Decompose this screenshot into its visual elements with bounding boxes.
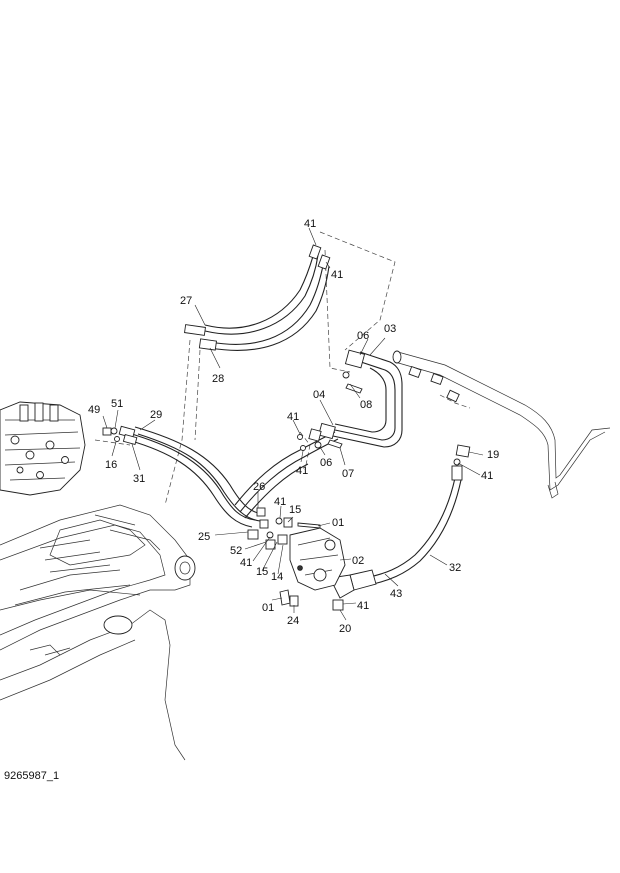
callout-29: 29 xyxy=(150,409,162,421)
callout-06: 06 xyxy=(357,330,369,342)
callout-52: 52 xyxy=(230,545,242,557)
callout-51: 51 xyxy=(111,398,123,410)
callout-41: 41 xyxy=(304,218,316,230)
callout-14: 14 xyxy=(271,571,283,583)
callout-41: 41 xyxy=(274,496,286,508)
callout-15: 15 xyxy=(256,566,268,578)
callout-32: 32 xyxy=(449,562,461,574)
callout-08: 08 xyxy=(360,399,372,411)
callout-41: 41 xyxy=(296,465,308,477)
callout-31: 31 xyxy=(133,473,145,485)
callout-16: 16 xyxy=(105,459,117,471)
callout-41: 41 xyxy=(331,269,343,281)
callout-28: 28 xyxy=(212,373,224,385)
callout-24: 24 xyxy=(287,615,299,627)
callout-43: 43 xyxy=(390,588,402,600)
callout-07: 07 xyxy=(342,468,354,480)
document-id: 9265987_1 xyxy=(4,770,60,782)
callout-41: 41 xyxy=(481,470,493,482)
callout-labels: 41 41 27 28 06 03 04 08 49 51 29 16 31 4… xyxy=(88,218,499,635)
callout-41: 41 xyxy=(357,600,369,612)
fittings xyxy=(102,371,363,611)
callout-20: 20 xyxy=(339,623,351,635)
attachment-pipe xyxy=(392,350,611,499)
callout-41: 41 xyxy=(287,411,299,423)
callout-03: 03 xyxy=(384,323,396,335)
hose-27-28 xyxy=(184,244,331,351)
valve-block-02 xyxy=(289,527,346,591)
callout-25: 25 xyxy=(198,531,210,543)
callout-27: 27 xyxy=(180,295,192,307)
callout-26: 26 xyxy=(253,481,265,493)
callout-04: 04 xyxy=(313,389,325,401)
callout-19: 19 xyxy=(487,449,499,461)
callout-01: 01 xyxy=(332,517,344,529)
main-control-valve xyxy=(0,401,86,496)
leader-lines xyxy=(102,227,484,621)
pipe-03 xyxy=(308,349,403,448)
callout-02: 02 xyxy=(352,555,364,567)
callout-01: 01 xyxy=(262,602,274,614)
hose-29-31 xyxy=(118,425,263,528)
callout-41: 41 xyxy=(240,557,252,569)
callout-15: 15 xyxy=(289,504,301,516)
boom-structure xyxy=(0,504,196,761)
hose-04 xyxy=(234,431,339,519)
callout-49: 49 xyxy=(88,404,100,416)
callout-06: 06 xyxy=(320,457,332,469)
